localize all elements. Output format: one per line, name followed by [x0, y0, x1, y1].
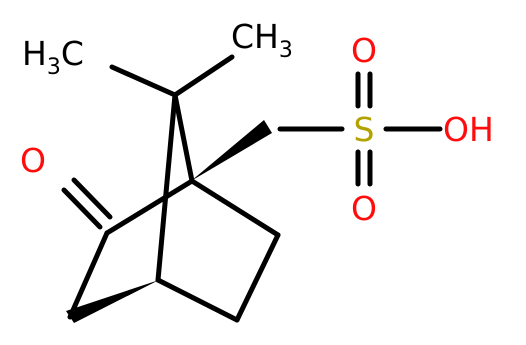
bond-bridgehead-to-carbonyl: [104, 178, 195, 236]
ketone-oxygen-label: O: [20, 141, 46, 180]
methyl-right-label: CH3: [231, 17, 293, 63]
double-bond-co-b: [71, 177, 113, 220]
bond-methyl-right-to-bridge: [172, 54, 235, 98]
sulfonyl-oxygen-bottom-label: O: [351, 189, 377, 228]
bond-bridgehead-to-ring-right: [189, 178, 281, 238]
bond-bridge-to-bridgehead-top: [172, 92, 195, 184]
bond-methyl-left-to-bridge: [109, 64, 178, 98]
wedge-bond-to-ch2: [191, 120, 272, 181]
bond-carbonyl-to-ch2: [67, 230, 110, 320]
double-bond-co-a: [61, 187, 103, 230]
methyl-left-label: H3C: [22, 34, 84, 80]
bond-ring-bottom-to-bridgehead: [155, 277, 240, 323]
sulfonyl-oxygen-top-label: O: [351, 31, 377, 70]
wedge-bond-to-ch2-ring: [66, 280, 159, 323]
bond-ring-right-to-ring-bottom: [234, 232, 281, 323]
sulfur-label: S: [354, 110, 375, 149]
bonds: [61, 54, 443, 323]
bond-bridge-to-bridgehead-bottom: [155, 92, 178, 283]
hydroxyl-label: OH: [443, 110, 494, 149]
